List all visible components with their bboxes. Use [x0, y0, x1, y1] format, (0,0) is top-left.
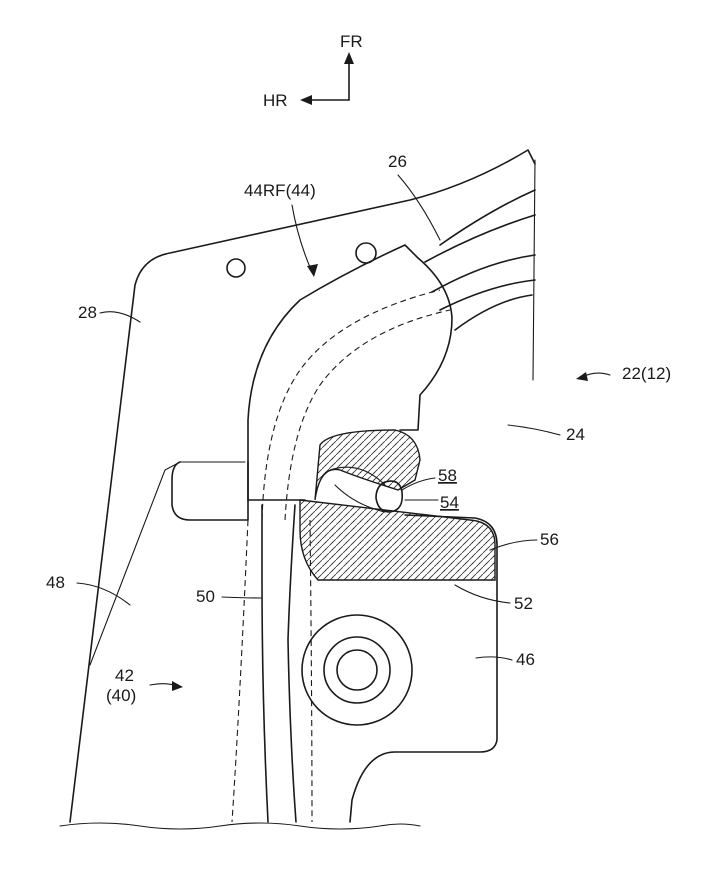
label-54: 54: [440, 493, 459, 512]
arch-line-5: [455, 295, 532, 330]
hidden-line-1: [262, 290, 440, 520]
label-28: 28: [78, 303, 97, 322]
label-44rf: 44RF(44): [244, 181, 316, 200]
reference-labels: 26 44RF(44) 28 22(12) 24 58 54 56 48 50 …: [46, 152, 671, 705]
label-56: 56: [540, 530, 559, 549]
leader-26: [398, 175, 440, 240]
panel-28: [70, 150, 535, 822]
panel-hole-left: [227, 259, 245, 277]
pillar-line-right: [288, 505, 296, 822]
hr-arrow-head: [300, 95, 312, 105]
label-58: 58: [438, 466, 457, 485]
label-48: 48: [46, 573, 65, 592]
label-42: 42: [115, 666, 134, 685]
bolt-boss-middle: [324, 637, 390, 703]
leader-52: [455, 585, 510, 603]
arch-lines-26: [425, 160, 535, 380]
label-46: 46: [516, 650, 535, 669]
leader-48: [77, 583, 130, 605]
arch-line-1: [440, 190, 535, 245]
bolt-boss-inner: [337, 650, 377, 690]
label-fr: FR: [340, 32, 363, 51]
leader-24: [508, 425, 560, 435]
label-22: 22(12): [622, 364, 671, 383]
arch-line-3: [432, 255, 535, 292]
bolt-boss-outer: [302, 615, 412, 725]
label-52: 52: [514, 594, 533, 613]
pillar-50: [232, 505, 312, 822]
panel-48-edge: [90, 462, 245, 665]
label-26: 26: [388, 152, 407, 171]
label-40: (40): [106, 686, 136, 705]
arch-cut-edge: [533, 160, 535, 380]
panel-28-outline: [70, 150, 535, 822]
break-line: [60, 823, 420, 829]
leader-lines: [77, 175, 610, 691]
leader-50: [222, 597, 262, 598]
arch-line-4: [440, 280, 535, 310]
direction-indicator: FR HR: [263, 32, 363, 110]
sealer-lower: [300, 500, 495, 580]
pillar-line-left: [262, 505, 268, 822]
leader-42-arrow: [172, 681, 183, 691]
fr-arrow-head: [344, 52, 354, 64]
hidden-line-2: [285, 310, 450, 520]
reinforcement-flange: [172, 462, 248, 520]
arch-line-2: [425, 215, 535, 262]
sealer-upper: [315, 430, 420, 500]
label-50: 50: [196, 587, 215, 606]
leader-44rf-arrow: [307, 264, 318, 277]
pillar-hidden-1: [232, 520, 248, 822]
leader-44rf: [292, 205, 312, 272]
sealer-56: [300, 430, 495, 580]
label-24: 24: [566, 425, 585, 444]
leader-46: [476, 657, 512, 660]
leader-22-arrow: [576, 372, 588, 381]
leader-28: [100, 312, 140, 322]
label-hr: HR: [263, 91, 288, 110]
